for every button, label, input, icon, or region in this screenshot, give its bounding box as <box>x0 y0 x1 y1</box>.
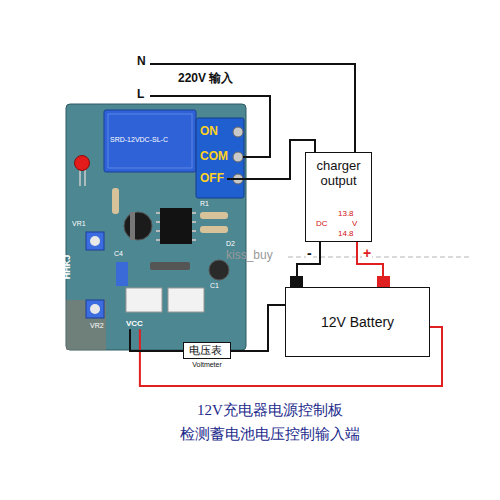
input-label: 220V 输入 <box>178 72 233 85</box>
resistor <box>112 188 228 286</box>
potentiometer <box>86 232 104 318</box>
charger-box: charger output 13.8DC V14.8 <box>305 152 372 242</box>
input-connector <box>126 288 162 312</box>
voltage-mark: 14.8 <box>338 229 354 238</box>
part-name: C4 <box>114 250 123 258</box>
ic-pin <box>156 239 160 241</box>
polarity-mark: + <box>362 246 372 260</box>
battery-terminal <box>377 276 390 287</box>
relay-board <box>66 104 246 350</box>
terminal: COM <box>198 149 231 165</box>
watermark-line <box>288 256 472 257</box>
mains-wire <box>150 64 355 152</box>
terminal-block <box>196 118 244 198</box>
mains-label: L <box>137 88 144 101</box>
polarity-mark: - <box>306 246 313 260</box>
part-name: D2 <box>226 240 235 248</box>
ic-pin <box>192 212 196 214</box>
voltmeter-box: 电压表 Voltmeter <box>183 342 231 369</box>
capacitor <box>209 260 229 280</box>
ic-chip <box>156 213 196 240</box>
ic-chip <box>156 208 196 244</box>
resistor <box>200 212 228 219</box>
potentiometer <box>90 304 100 314</box>
part-name: R1 <box>200 200 209 208</box>
part-name: C1 <box>210 282 219 290</box>
relay <box>104 110 196 172</box>
wire <box>357 242 383 276</box>
resistor <box>112 188 119 214</box>
terminal-label: ON <box>200 125 219 139</box>
potentiometer <box>86 300 104 318</box>
mains-label: N <box>137 55 146 68</box>
terminal-block <box>233 152 243 162</box>
terminal-label: OFF <box>200 172 225 186</box>
ic-pin <box>156 212 160 214</box>
wire <box>227 140 315 179</box>
part-name: VR1 <box>72 220 86 228</box>
led <box>79 170 81 186</box>
relay <box>104 110 196 172</box>
resistor <box>200 226 228 233</box>
potentiometer <box>90 236 100 246</box>
battery-terminal <box>290 276 390 287</box>
relay-board <box>66 104 246 350</box>
input-port-label: VCC <box>126 319 144 328</box>
relay-board <box>66 300 106 350</box>
wire <box>297 242 320 276</box>
wire <box>231 305 285 351</box>
mains-wire <box>150 64 355 157</box>
mains-wire <box>150 96 270 157</box>
battery-box: 12V Battery <box>285 287 430 357</box>
capacitor <box>130 212 135 240</box>
ic-pin <box>192 239 196 241</box>
led <box>75 156 90 187</box>
watermark-line <box>288 257 472 258</box>
resistor <box>150 262 190 270</box>
terminal: OFF <box>198 171 227 187</box>
input-connector <box>126 288 204 312</box>
part-name: SRD-12VDC-SL-C <box>110 136 168 144</box>
part-name: VR2 <box>90 322 104 330</box>
battery-terminal <box>290 276 303 287</box>
terminal-block <box>196 118 244 198</box>
terminal-label: COM <box>200 150 229 164</box>
voltage-mark: 13.8 <box>338 209 354 218</box>
board-marking: HHKJ <box>63 255 73 280</box>
meter-label: 电压表 <box>183 342 231 359</box>
voltage-mark: V <box>352 219 357 228</box>
resistor <box>116 262 128 286</box>
ic-pin <box>156 230 160 232</box>
ic-pin <box>192 230 196 232</box>
led <box>84 170 86 186</box>
charger-label: charger output <box>309 159 368 189</box>
caption: 12V充电器电源控制板 检测蓄电池电压控制输入端 <box>140 398 400 446</box>
led <box>75 156 90 171</box>
potentiometer <box>86 232 104 250</box>
input-port: VCC <box>124 318 146 329</box>
ic-pin <box>156 221 160 223</box>
ic-chip <box>160 208 192 244</box>
battery-box-label: 12V Battery <box>321 314 394 330</box>
voltage-mark: DC <box>316 219 328 228</box>
capacitor <box>124 212 152 240</box>
input-connector <box>168 288 204 312</box>
wire <box>130 329 183 351</box>
terminal: ON <box>198 124 221 140</box>
relay <box>108 114 192 168</box>
terminal-block <box>233 127 243 137</box>
ic-pin <box>192 221 196 223</box>
watermark: kiss_buy <box>226 249 273 262</box>
meter-caption: Voltmeter <box>183 361 231 369</box>
